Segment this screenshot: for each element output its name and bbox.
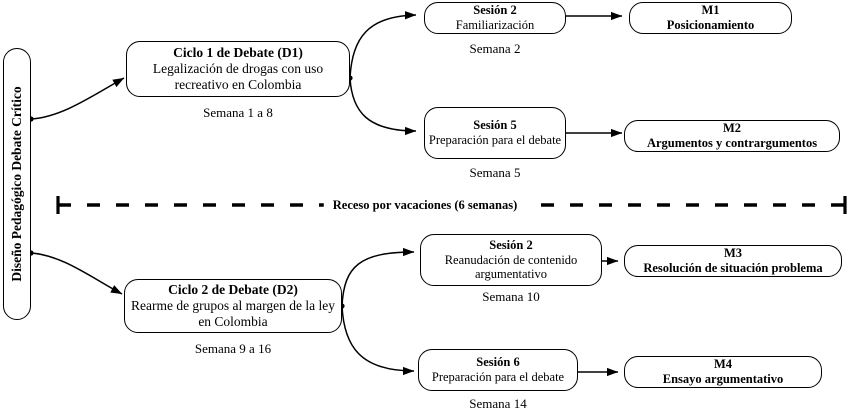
session-s3-description: Reanudación de contenido argumentativo <box>444 252 578 282</box>
cycle-d2-title: Ciclo 2 de Debate (D2) <box>168 282 298 298</box>
moment-m1-label: Posicionamiento <box>666 18 755 32</box>
edge-spine-to-cycle1 <box>30 77 125 120</box>
session-s2-caption: Semana 5 <box>469 165 521 180</box>
edge-cycle1-to-session2 <box>349 11 417 79</box>
cycle-d1-caption: Semana 1 a 8 <box>203 105 273 120</box>
session-s1-title: Sesión 2 <box>473 3 517 18</box>
session-node-s2[interactable]: Sesión 5 Preparación para el debate <box>424 107 566 159</box>
edge-spine-to-cycle2 <box>30 252 123 295</box>
session-s4-caption: Semana 14 <box>469 396 527 411</box>
edge-cycle2-to-session6 <box>341 305 415 376</box>
cycle-node-d2[interactable]: Ciclo 2 de Debate (D2) Rearme de grupos … <box>124 279 342 333</box>
cycle-d1-description: Legalización de drogas con uso recreativ… <box>152 61 324 92</box>
moment-m1-code: M1 <box>701 3 720 18</box>
moment-node-m4[interactable]: M4 Ensayo argumentativo <box>624 356 822 388</box>
cycle-d1-title: Ciclo 1 de Debate (D1) <box>173 45 303 61</box>
cycle-node-d1[interactable]: Ciclo 1 de Debate (D1) Legalización de d… <box>126 41 350 97</box>
session-node-s3[interactable]: Sesión 2 Reanudación de contenido argume… <box>420 234 602 286</box>
recess-divider-label: Receso por vacaciones (6 semanas) <box>323 198 527 212</box>
spine-label: Diseño Pedagógico Debate Crítico <box>9 86 24 282</box>
session-s3-title: Sesión 2 <box>489 237 533 252</box>
edge-cycle2-to-session2b <box>341 247 415 307</box>
session-s1-caption: Semana 2 <box>469 41 521 56</box>
moment-m3-code: M3 <box>723 246 743 261</box>
session-node-s1[interactable]: Sesión 2 Familiarización <box>424 2 566 34</box>
moment-m2-label: Argumentos y contrargumentos <box>646 136 818 150</box>
cycle-d2-caption: Semana 9 a 16 <box>194 341 272 356</box>
cycle-d2-description: Rearme de grupos al margen de la ley en … <box>130 298 336 329</box>
session-node-s4[interactable]: Sesión 6 Preparación para el debate <box>418 349 578 391</box>
session-s2-title: Sesión 5 <box>473 118 517 133</box>
moment-m3-label: Resolución de situación problema <box>643 261 823 275</box>
session-s4-description: Preparación para el debate <box>431 370 565 384</box>
session-s1-description: Familiarización <box>455 18 535 32</box>
moment-node-m3[interactable]: M3 Resolución de situación problema <box>624 245 842 277</box>
session-s2-description: Preparación para el debate <box>428 133 562 147</box>
moment-m4-label: Ensayo argumentativo <box>662 372 784 386</box>
session-s3-caption: Semana 10 <box>482 289 540 304</box>
moment-m4-code: M4 <box>713 357 733 372</box>
moment-m2-code: M2 <box>722 121 742 136</box>
moment-node-m2[interactable]: M2 Argumentos y contrargumentos <box>624 120 840 152</box>
spine-node[interactable]: Diseño Pedagógico Debate Crítico <box>3 48 31 320</box>
moment-node-m1[interactable]: M1 Posicionamiento <box>629 2 792 34</box>
edge-cycle1-to-session5 <box>349 77 417 136</box>
session-s4-title: Sesión 6 <box>476 355 520 370</box>
